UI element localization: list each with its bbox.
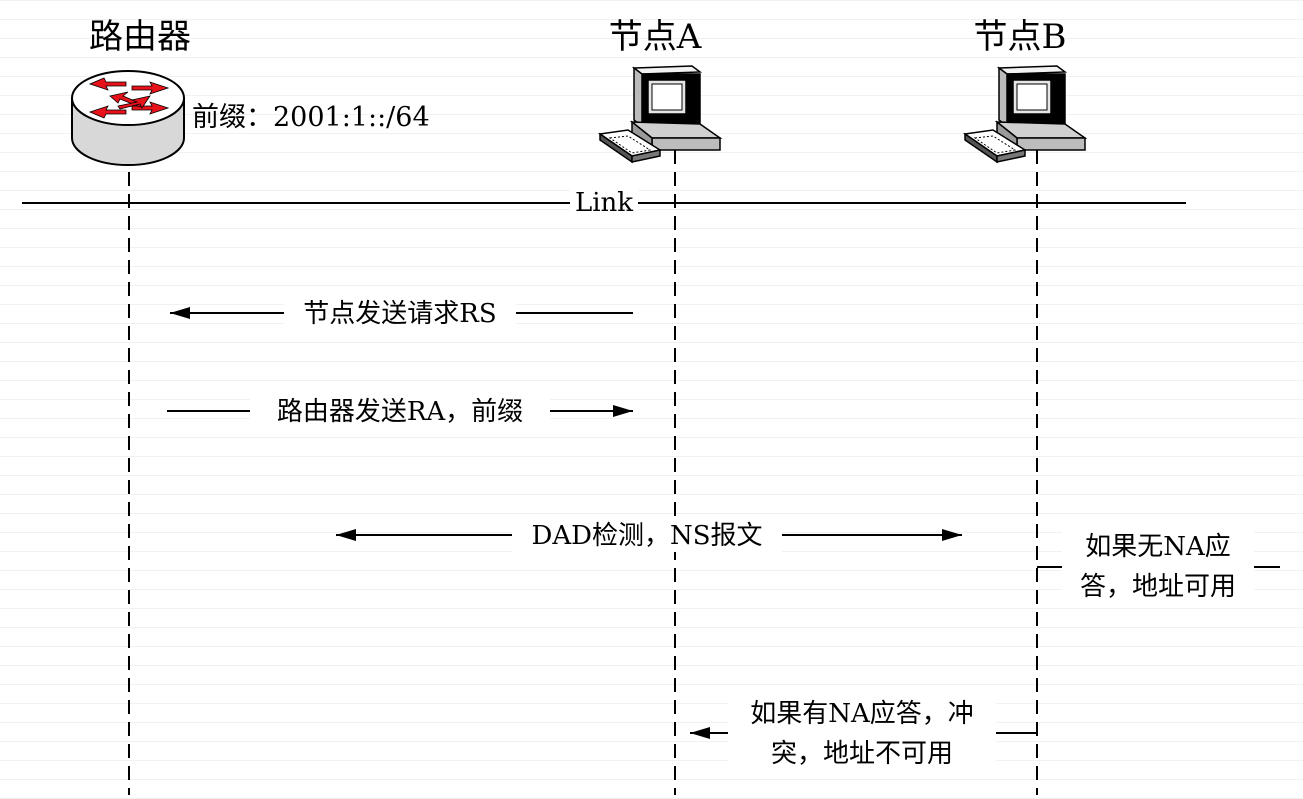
dad-message-label: DAD检测，NS报文 — [531, 521, 762, 551]
router-icon — [71, 70, 185, 166]
no-na-note-line2: 答，地址可用 — [1080, 572, 1236, 602]
router-prefix-label: 前缀：2001:1::/64 — [192, 102, 430, 133]
ra-message-label: 路由器发送RA，前缀 — [277, 397, 523, 427]
node-a-title: 节点A — [609, 17, 702, 57]
computer-icon-node-b — [962, 65, 1088, 164]
link-label: Link — [575, 188, 633, 218]
router-title: 路由器 — [89, 17, 191, 57]
no-na-note-line1: 如果无NA应 — [1085, 532, 1231, 562]
computer-icon-node-a — [597, 65, 723, 164]
rs-message-label: 节点发送请求RS — [303, 299, 496, 329]
has-na-note-line1: 如果有NA应答，冲 — [750, 699, 974, 729]
has-na-note-line2: 突，地址不可用 — [771, 739, 953, 769]
node-b-title: 节点B — [974, 17, 1067, 57]
